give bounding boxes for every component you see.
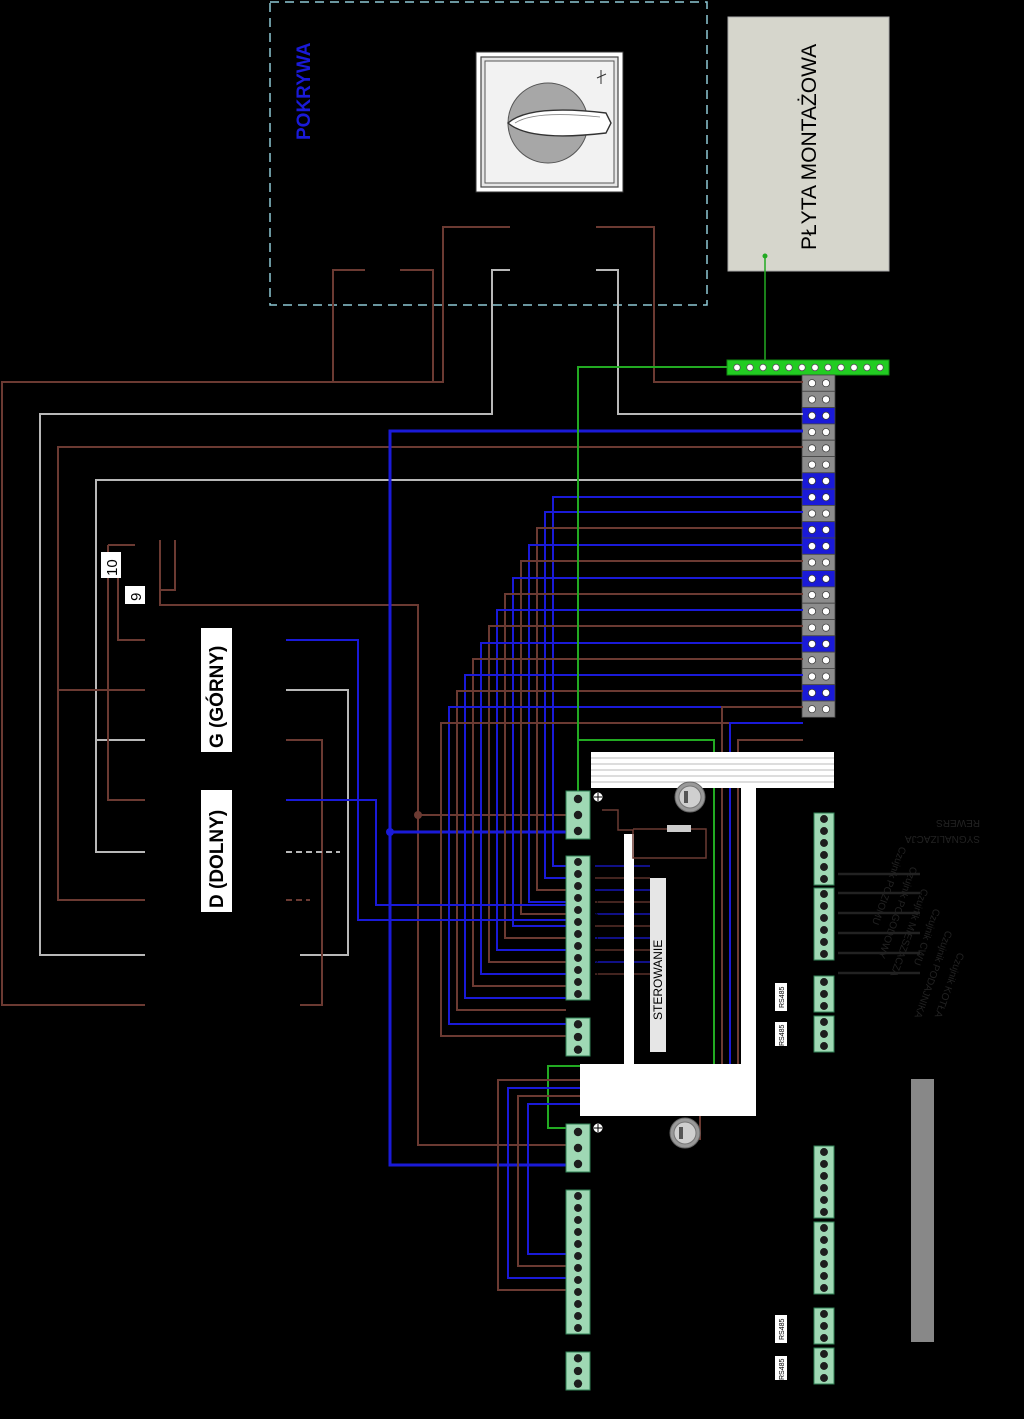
sensor-connector-4 xyxy=(813,1221,835,1295)
label-9-box xyxy=(125,586,145,604)
power-connector-lower xyxy=(565,1123,591,1173)
io-connector-13-15-upper xyxy=(565,1017,591,1057)
conn-l-label-b: L xyxy=(594,1151,604,1156)
terminal-block xyxy=(801,456,836,474)
control-label: STEROWANIE xyxy=(651,940,665,1020)
terminal-strip xyxy=(801,374,836,718)
terminal-block xyxy=(801,390,836,408)
rs485-connector-4 xyxy=(813,1347,835,1385)
terminal-block xyxy=(801,635,836,653)
rs485-label-4: RS485 xyxy=(779,1358,786,1380)
controller-upper: STEROWANIE xyxy=(580,752,834,1116)
terminal-block xyxy=(801,439,836,457)
pins-1-12-label: 12 11 10 9 8 7 6 5 4 3 2 1 xyxy=(590,898,600,1000)
io-connector-13-15-lower xyxy=(565,1351,591,1391)
terminal-block xyxy=(801,651,836,669)
rs485-label-3: RS485 xyxy=(779,1318,786,1340)
terminal-block xyxy=(801,602,836,620)
sensor-connector-1 xyxy=(813,812,835,886)
upper-label-box xyxy=(201,628,232,752)
pins-13-15-label-b: 15 14 13 xyxy=(590,1352,600,1387)
io-connector-1-12-upper xyxy=(565,855,591,1001)
terminal-block xyxy=(801,586,836,604)
rs485-label-1: RS485 xyxy=(779,986,786,1008)
terminal-block xyxy=(801,570,836,588)
label-9: 9 xyxy=(128,593,145,601)
label-10-box xyxy=(101,552,121,578)
sensor-connector-2 xyxy=(813,887,835,961)
terminal-block xyxy=(801,423,836,441)
terminal-block xyxy=(801,684,836,702)
lower-label: D (DOLNY) xyxy=(207,810,228,908)
rs485-connector-2 xyxy=(813,1015,835,1053)
main-switch-icon[interactable] xyxy=(475,51,624,193)
sensor-cables xyxy=(838,872,920,975)
terminal-block xyxy=(801,553,836,571)
earth-icon xyxy=(592,791,604,1134)
pins-13-15-label: 15 14 13 xyxy=(590,1017,600,1052)
knob-lower-icon[interactable] xyxy=(669,1117,701,1149)
mounting-plate-label: PŁYTA MONTAŻOWA xyxy=(798,44,821,250)
knob-upper-icon[interactable] xyxy=(674,781,706,813)
cover-label: POKRYWA xyxy=(294,42,315,140)
cover-box xyxy=(269,1,708,306)
label-10: 10 xyxy=(104,559,121,576)
terminal-block xyxy=(801,619,836,637)
sensor-label: REWERS xyxy=(936,817,980,828)
terminal-block xyxy=(801,668,836,686)
terminal-block xyxy=(801,374,836,392)
conn-n-label: N xyxy=(594,832,604,839)
sensor-connector-3 xyxy=(813,1145,835,1219)
connectors xyxy=(565,790,835,1391)
io-connector-1-12-lower xyxy=(565,1189,591,1335)
terminal-block xyxy=(801,700,836,718)
rs485-connector-1 xyxy=(813,975,835,1013)
rs485-label-2: RS485 xyxy=(779,1024,786,1046)
upper-label: G (GÓRNY) xyxy=(206,646,228,748)
mounting-plate xyxy=(727,16,890,272)
terminal-block xyxy=(801,537,836,555)
conn-n-label-b: N xyxy=(594,1166,604,1173)
terminal-block xyxy=(801,504,836,523)
pins-1-12-label-b: 12 11 10 9 8 7 6 5 4 3 2 1 xyxy=(590,1230,600,1332)
sensor-label: SYGNALIZACJA xyxy=(905,833,980,844)
terminal-block xyxy=(801,488,836,506)
terminal-block xyxy=(801,521,836,539)
pe-terminal-bar xyxy=(726,359,890,376)
terminal-block xyxy=(801,407,836,425)
power-connector-upper xyxy=(565,790,591,840)
conn-l-label: L xyxy=(594,816,604,821)
lower-label-box xyxy=(201,790,232,912)
rs485-connector-3 xyxy=(813,1307,835,1345)
terminal-block xyxy=(801,472,836,490)
grey-bar xyxy=(911,1079,934,1342)
